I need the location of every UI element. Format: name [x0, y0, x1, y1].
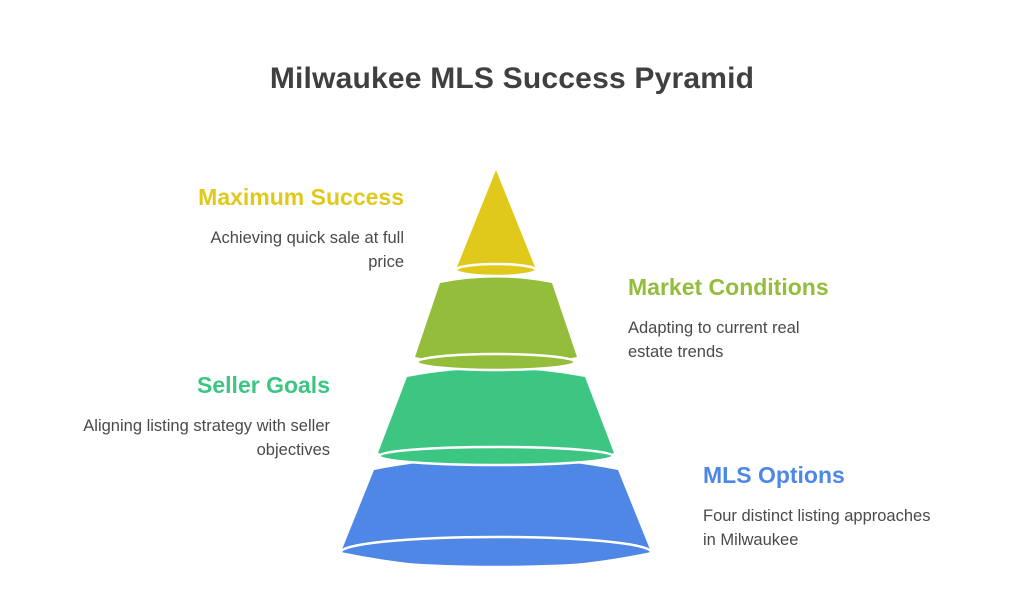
pyramid-level-maximum-success-rim: [454, 262, 538, 278]
pyramid-level-mls-options: [339, 458, 653, 569]
pyramid-level-seller-goals-body: [378, 368, 614, 463]
pyramid-level-market-conditions-body: [415, 277, 577, 366]
level-title: Market Conditions: [628, 274, 829, 300]
level-title: Seller Goals: [197, 372, 330, 398]
pyramid-level-market-conditions: [415, 277, 577, 372]
pyramid-level-seller-goals: [377, 368, 615, 467]
level-description: Achieving quick sale at full price: [210, 229, 404, 271]
label-seller-goals: Seller Goals Aligning listing strategy w…: [0, 370, 330, 462]
label-market-conditions: Market Conditions Adapting to current re…: [628, 272, 958, 364]
label-mls-options: MLS Options Four distinct listing approa…: [703, 460, 1024, 552]
level-description: Adapting to current real estate trends: [628, 319, 800, 361]
label-maximum-success: Maximum Success Achieving quick sale at …: [74, 182, 404, 274]
pyramid-level-mls-options-body: [341, 458, 651, 568]
level-description: Four distinct listing approaches in Milw…: [703, 507, 931, 549]
page-title: Milwaukee MLS Success Pyramid: [269, 62, 755, 95]
pyramid-level-seller-goals-rim: [377, 445, 615, 467]
pyramid-level-maximum-success-body: [457, 170, 535, 273]
level-description: Aligning listing strategy with seller ob…: [83, 417, 330, 459]
pyramid-level-mls-options-rim: [339, 535, 653, 569]
pyramid-level-market-conditions-rim: [415, 352, 577, 372]
level-title: Maximum Success: [198, 184, 404, 210]
level-title: MLS Options: [703, 462, 845, 488]
pyramid-level-maximum-success: [454, 170, 538, 278]
